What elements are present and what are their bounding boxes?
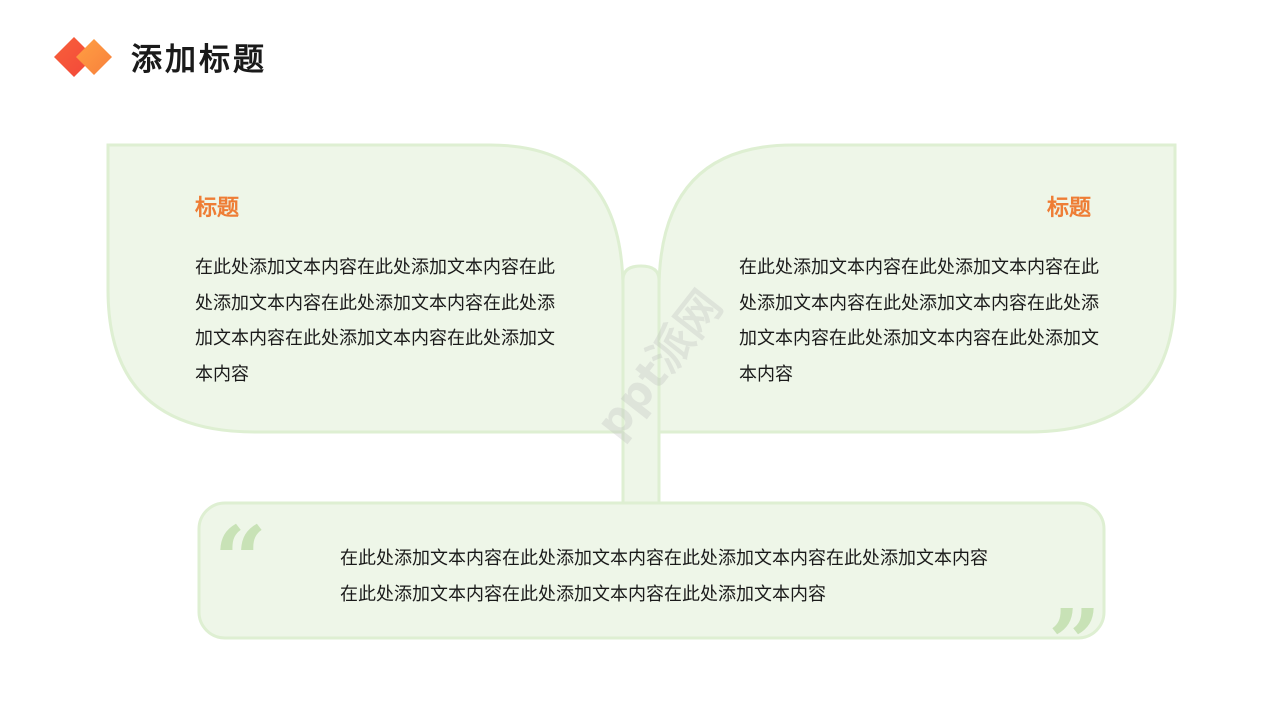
bottom-card-body: 在此处添加文本内容在此处添加文本内容在此处添加文本内容在此处添加文本内容在此处添… — [340, 548, 988, 605]
right-leaf-card — [657, 143, 1177, 434]
open-quote-icon: “ — [214, 514, 267, 564]
left-card-body: 在此处添加文本内容在此处添加文本内容在此处添加文本内容在此处添加文本内容在此处添… — [195, 257, 555, 385]
logo-diamond-icon — [54, 37, 112, 77]
close-quote-icon: ” — [1048, 597, 1101, 647]
bottom-quote-card — [197, 501, 1106, 640]
left-leaf-card — [106, 143, 625, 434]
right-card-body: 在此处添加文本内容在此处添加文本内容在此处添加文本内容在此处添加文本内容在此处添… — [739, 257, 1099, 385]
tree-stem — [621, 264, 661, 505]
left-card-title: 标题 — [195, 196, 240, 221]
page-title: 添加标题 — [131, 42, 267, 78]
right-card-title: 标题 — [1047, 196, 1092, 221]
